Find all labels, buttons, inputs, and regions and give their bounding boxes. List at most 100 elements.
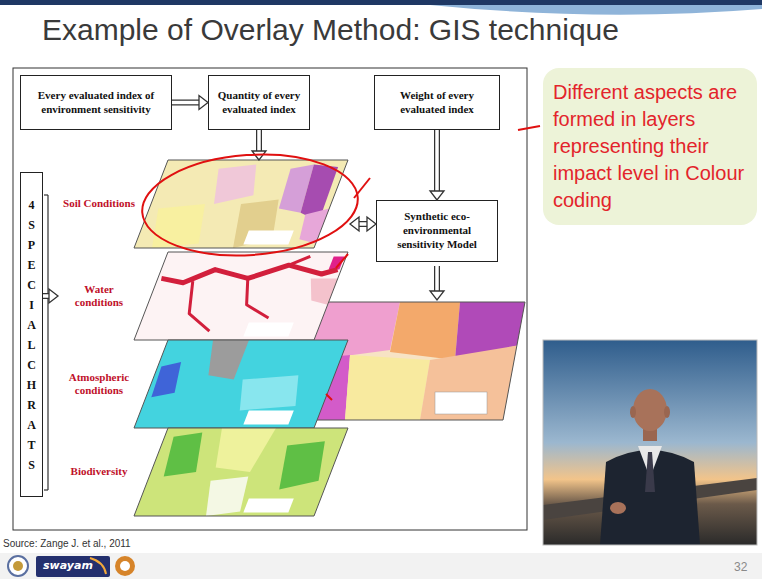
map-patch: [345, 355, 430, 420]
map-label-area: Biodiversity: [58, 428, 136, 516]
label-area: swayam: [43, 559, 93, 572]
node-text: Weight of every evaluated index: [380, 89, 494, 117]
map-outline: [134, 340, 348, 428]
title-area: Example of Overlay Method: GIS technique: [42, 13, 619, 47]
red-tick: [354, 178, 370, 198]
node-text: Different aspects are formed in layers r…: [553, 79, 747, 214]
arrow-shaft: [43, 293, 49, 299]
map-outline: [134, 252, 348, 340]
arrow-head: [430, 291, 444, 300]
map-patch: [151, 362, 181, 397]
arrow-shaft: [359, 222, 367, 226]
map-patch: [240, 375, 299, 410]
map-patch: [311, 278, 338, 304]
map-patch: [208, 340, 249, 380]
map-patch: [216, 428, 276, 472]
map-label-area: Soil Conditions: [58, 160, 136, 248]
arrow-shaft: [435, 266, 439, 291]
map-patch: [214, 164, 256, 204]
hollow-arrow: [430, 130, 444, 200]
arrow-shaft: [172, 101, 199, 105]
map-patch: [390, 302, 460, 360]
footer-bar: [0, 553, 762, 579]
red-tick: [336, 254, 348, 268]
layer-label: Atmospheric conditions: [62, 371, 136, 397]
index-box: Weight of every evaluated index: [374, 75, 500, 130]
arrow-shaft: [434, 266, 440, 291]
bracket-tick: [44, 489, 48, 490]
figure-frame: [13, 68, 527, 530]
hollow-arrow: [43, 289, 58, 303]
map-river: [289, 256, 310, 265]
arrow-shaft: [256, 130, 262, 151]
map-patch: [299, 208, 329, 243]
node-text: 4 SPECIAL CHRATS: [26, 195, 38, 475]
model-box: Synthetic eco-environmental sensitivity …: [376, 200, 498, 262]
red-circle: [139, 148, 361, 263]
map-river: [247, 278, 269, 318]
index-box: Quantity of every evaluated index: [208, 75, 310, 130]
map-layer: Soil Conditions: [58, 160, 350, 248]
map-outline: [134, 428, 348, 516]
label-area: Source: Zange J. et al., 2011: [3, 538, 131, 549]
speaker-tie: [645, 452, 655, 492]
arrow-head: [367, 217, 376, 231]
map-ground: [134, 160, 348, 248]
arrow-shaft: [43, 294, 49, 298]
arrow-shaft: [257, 130, 261, 151]
map-label-area: Atmospheric conditions: [58, 340, 136, 428]
map-patch: [206, 476, 248, 516]
map-layer: Water conditions: [58, 252, 350, 340]
page-number: 32: [734, 560, 747, 574]
red-tick: [326, 394, 332, 400]
speaker-video: [543, 340, 757, 545]
map-label-area: Water conditions: [58, 252, 136, 340]
arrow-head: [430, 191, 444, 200]
hollow-arrow: [172, 96, 208, 110]
nptel-logo: [120, 561, 130, 571]
arrow-shaft: [434, 130, 440, 191]
map-patch: [279, 441, 325, 489]
node-text: Every evaluated index of environment sen…: [26, 89, 166, 117]
institute-logo: [8, 556, 28, 576]
map-patch: [243, 230, 293, 244]
arrow-head: [199, 96, 208, 110]
nptel-logo: [115, 556, 135, 576]
map-patch: [243, 498, 293, 512]
swayam-logo: [36, 556, 110, 577]
vertical-box: 4 SPECIAL CHRATS: [20, 172, 43, 497]
node-text: Synthetic eco-environmental sensitivity …: [382, 210, 492, 251]
arrow-shaft: [172, 100, 199, 106]
map-patch: [243, 322, 293, 336]
callout-box: Different aspects are formed in layers r…: [543, 68, 757, 225]
map-patch: [152, 204, 205, 248]
top-bar: [0, 0, 762, 5]
map-ground: [134, 340, 348, 428]
slide-title: Example of Overlay Method: GIS technique: [42, 13, 619, 47]
source-note: Source: Zange J. et al., 2011: [3, 538, 131, 549]
map-river: [161, 265, 337, 283]
map-patch: [243, 410, 293, 424]
index-box: Every evaluated index of environment sen…: [20, 75, 172, 130]
layer-label: Soil Conditions: [63, 197, 135, 210]
layer-label: Water conditions: [62, 283, 136, 309]
video-ground: [543, 340, 757, 545]
label-area: 32: [734, 560, 747, 574]
video-border: [543, 340, 757, 545]
institute-logo: [13, 561, 23, 571]
bracket-tick: [44, 194, 48, 195]
logo-text: swayam: [43, 559, 93, 572]
speaker-hand: [610, 502, 626, 514]
map-ground: [134, 252, 348, 340]
speaker-head: [633, 389, 667, 431]
map-layer: Biodiversity: [58, 428, 350, 516]
arrow-shaft: [359, 221, 367, 227]
arrow-shaft: [435, 130, 439, 191]
map-outline: [134, 160, 348, 248]
red-underline: [518, 126, 540, 130]
map-ground: [134, 428, 348, 516]
layer-label: Biodiversity: [71, 465, 128, 478]
speaker-body: [600, 450, 700, 545]
map-river: [189, 281, 209, 331]
